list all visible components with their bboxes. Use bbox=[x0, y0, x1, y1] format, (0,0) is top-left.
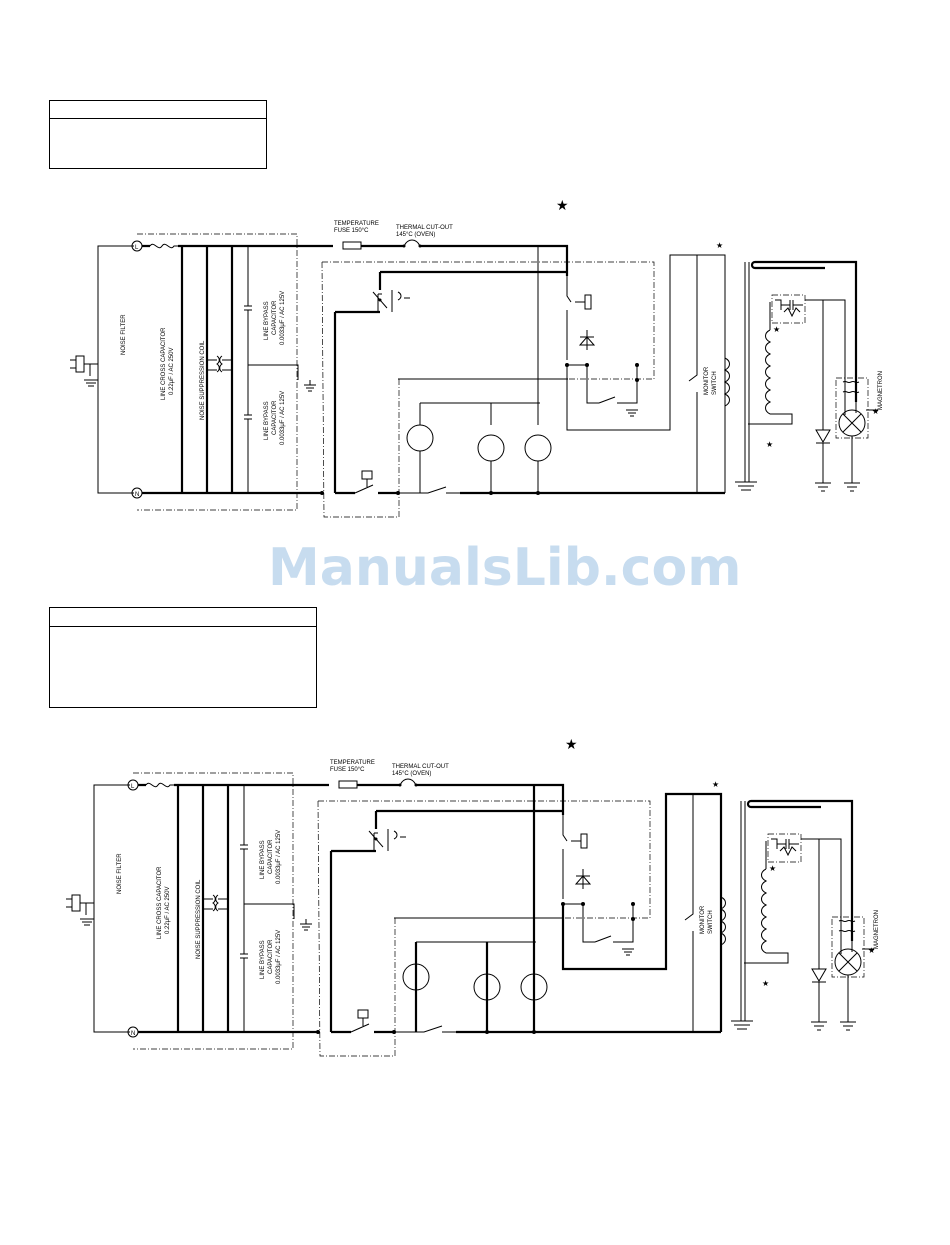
thermal-cutout-label-2-2: 145°C (OVEN) bbox=[392, 771, 431, 777]
monitor-label-2-2: SWITCH bbox=[708, 910, 714, 934]
noise-filter-label: NOISE FILTER bbox=[121, 314, 127, 355]
diode-control bbox=[578, 330, 596, 350]
watermark: ManualsLib.com bbox=[268, 538, 742, 598]
bypass-bot-label-2: CAPACITOR bbox=[272, 400, 278, 435]
magnetron-box bbox=[835, 377, 869, 439]
caption-box-1 bbox=[49, 100, 267, 169]
svg-text:★: ★ bbox=[716, 241, 723, 250]
temperature-fuse-label-2: FUSE 150°C bbox=[334, 228, 369, 234]
fuse-element bbox=[149, 243, 178, 249]
fan-motor bbox=[477, 434, 505, 462]
door-switch bbox=[566, 276, 592, 360]
caption-box-1-rule bbox=[50, 118, 266, 119]
caption-box-2 bbox=[49, 607, 317, 708]
hv-capacitor bbox=[775, 299, 803, 310]
line-cross-capacitor-value-2: 0.22μF / AC 250V bbox=[165, 887, 171, 934]
power-plug-2 bbox=[66, 784, 130, 1033]
bypass-top-label-2-2: CAPACITOR bbox=[268, 839, 274, 874]
temperature-fuse bbox=[342, 241, 362, 250]
terminal-l-2 bbox=[127, 779, 139, 791]
noise-filter-label-2: NOISE FILTER bbox=[117, 853, 123, 894]
relay-switch bbox=[372, 291, 388, 312]
noise-coil-label: NOISE SUPPRESSION COIL bbox=[200, 340, 206, 420]
temperature-fuse-label-2-2: FUSE 150°C bbox=[330, 767, 365, 773]
power-plug bbox=[70, 245, 134, 494]
bypass-top-label-2: CAPACITOR bbox=[272, 300, 278, 335]
svg-text:★: ★ bbox=[769, 864, 776, 873]
temperature-fuse-label-1: TEMPERATURE bbox=[334, 221, 379, 227]
svg-text:★: ★ bbox=[872, 407, 879, 416]
terminal-n-label-2: N bbox=[131, 1031, 135, 1037]
svg-text:★: ★ bbox=[868, 946, 875, 955]
noise-filter-box bbox=[137, 233, 298, 511]
magnetron-label: MAGNETRON bbox=[878, 371, 884, 410]
hv-diode bbox=[815, 429, 831, 444]
transformer-core bbox=[744, 262, 750, 482]
bypass-bot-label-1-2: LINE BYPASS bbox=[260, 940, 266, 979]
caption-box-2-rule bbox=[50, 626, 316, 627]
relay-coil bbox=[391, 290, 410, 312]
thermal-cutout bbox=[403, 239, 421, 247]
svg-text:★: ★ bbox=[712, 780, 719, 789]
terminal-n-2 bbox=[127, 1026, 139, 1038]
line-cross-capacitor-label-2: LINE CROSS CAPACITOR bbox=[157, 866, 163, 939]
bypass-bot-label-1: LINE BYPASS bbox=[264, 401, 270, 440]
star-marker-2: ★ bbox=[565, 736, 578, 752]
bypass-top-label-1-2: LINE BYPASS bbox=[260, 840, 266, 879]
noise-coil bbox=[207, 359, 232, 371]
noise-coil-label-2: NOISE SUPPRESSION COIL bbox=[196, 879, 202, 959]
bypass-bot-label-3: 0.0033μF / AC 125V bbox=[280, 391, 286, 445]
oven-lamp bbox=[406, 424, 434, 452]
temperature-fuse-label-1-2: TEMPERATURE bbox=[330, 760, 375, 766]
bypass-top-label-1: LINE BYPASS bbox=[264, 301, 270, 340]
schematic-diagram-1: ★ L N NOISE FILTER LINE CROSS CAPACITOR … bbox=[70, 197, 884, 518]
line-cross-capacitor-value: 0.22μF / AC 250V bbox=[169, 348, 175, 395]
svg-text:★: ★ bbox=[773, 325, 780, 334]
monitor-label-1-2: MONITOR bbox=[700, 905, 706, 934]
line-cross-capacitor-label: LINE CROSS CAPACITOR bbox=[161, 327, 167, 400]
bypass-top-label-3-2: 0.0033μF / AC 125V bbox=[276, 830, 282, 884]
main-switch bbox=[354, 470, 374, 494]
svg-text:★: ★ bbox=[762, 979, 769, 988]
terminal-l-label-2: L bbox=[131, 784, 135, 790]
thermal-cutout-label-1: THERMAL CUT-OUT bbox=[396, 225, 453, 231]
thermal-cutout-label-1-2: THERMAL CUT-OUT bbox=[392, 764, 449, 770]
monitor-label-2: SWITCH bbox=[712, 371, 718, 395]
terminal-l-label: L bbox=[135, 245, 139, 251]
transformer-secondary bbox=[765, 329, 772, 415]
noise-filter-box-2 bbox=[133, 772, 294, 1050]
monitor-relay bbox=[598, 396, 616, 404]
monitor-switch-wire bbox=[672, 254, 726, 493]
magnetron-label-2: MAGNETRON bbox=[874, 910, 880, 949]
thermal-cutout-label-2: 145°C (OVEN) bbox=[396, 232, 435, 238]
svg-text:★: ★ bbox=[766, 440, 773, 449]
bypass-bot-label-2-2: CAPACITOR bbox=[268, 939, 274, 974]
monitor-label-1: MONITOR bbox=[704, 366, 710, 395]
star-marker: ★ bbox=[556, 197, 569, 213]
terminal-n-label: N bbox=[135, 492, 139, 498]
hv-resistor bbox=[783, 307, 801, 318]
turntable-motor bbox=[524, 434, 552, 462]
transformer-primary bbox=[723, 357, 730, 407]
bypass-bot-label-3-2: 0.0033μF / AC 125V bbox=[276, 930, 282, 984]
bypass-top-label-3: 0.0033μF / AC 125V bbox=[280, 291, 286, 345]
